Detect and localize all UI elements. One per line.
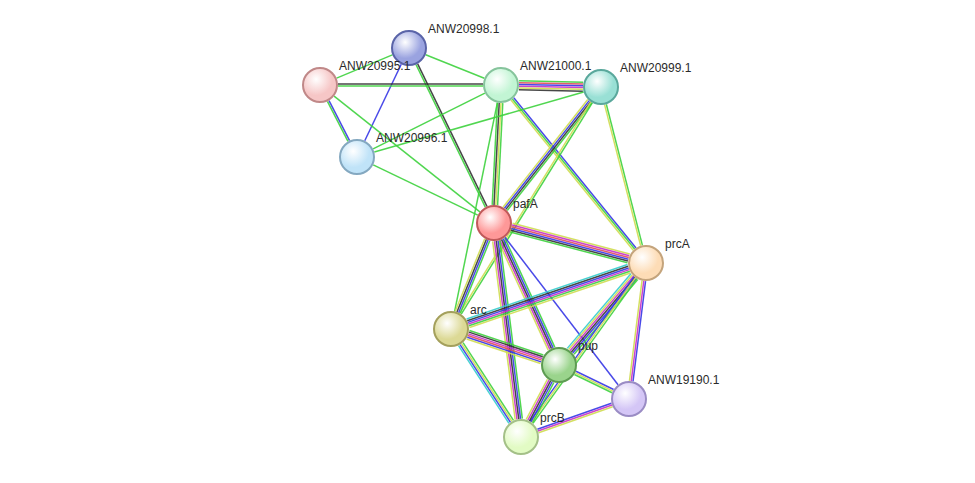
evidence-strand <box>468 334 542 359</box>
protein-node: ANW20995.1 <box>302 67 338 103</box>
evidence-strand <box>519 88 583 89</box>
evidence-strand <box>519 90 583 91</box>
evidence-strand <box>606 104 642 245</box>
interaction-edge <box>537 403 612 432</box>
protein-label: ANW21000.1 <box>520 60 591 73</box>
evidence-strand <box>567 274 631 349</box>
evidence-strand <box>631 281 644 381</box>
interaction-edge <box>503 99 592 210</box>
evidence-strand <box>504 101 589 209</box>
evidence-strand <box>569 275 633 350</box>
interaction-edge <box>460 102 593 314</box>
interaction-edge <box>334 96 480 212</box>
protein-label: ANW20995.1 <box>339 60 410 73</box>
evidence-strand <box>338 85 483 87</box>
evidence-strand <box>575 373 613 391</box>
evidence-strand <box>460 345 510 423</box>
evidence-strand <box>519 83 583 84</box>
evidence-strand <box>498 241 520 419</box>
evidence-strand <box>468 336 542 361</box>
protein-label: ANW20999.1 <box>620 62 691 75</box>
evidence-strand <box>334 96 480 212</box>
interaction-edge <box>519 81 583 91</box>
evidence-strand <box>633 281 646 381</box>
protein-label: prcB <box>540 412 565 425</box>
interaction-edge <box>510 223 629 263</box>
evidence-strand <box>457 239 486 312</box>
interaction-edge <box>467 330 544 363</box>
protein-node: arc <box>433 311 469 347</box>
protein-node: prcB <box>503 419 539 455</box>
evidence-strand <box>512 225 629 256</box>
interaction-edge <box>426 55 485 79</box>
evidence-strand <box>519 81 583 82</box>
evidence-strand <box>467 266 628 320</box>
evidence-strand <box>511 230 628 261</box>
evidence-strand <box>512 227 629 258</box>
evidence-strand <box>459 240 488 313</box>
protein-node: ANW19190.1 <box>611 381 647 417</box>
protein-label: prcA <box>665 238 690 251</box>
evidence-strand <box>327 101 348 141</box>
protein-label: ANW19190.1 <box>648 374 719 387</box>
evidence-strand <box>338 83 483 85</box>
evidence-strand <box>365 64 402 141</box>
evidence-strand <box>537 403 611 429</box>
evidence-strand <box>629 281 642 381</box>
evidence-strand <box>460 241 489 314</box>
interaction-edge <box>374 92 583 152</box>
interaction-edge <box>629 281 645 382</box>
evidence-strand <box>455 239 484 312</box>
evidence-strand <box>605 105 641 246</box>
evidence-strand <box>468 268 629 322</box>
interaction-edge <box>365 64 402 141</box>
protein-label: ANW20996.1 <box>376 132 447 145</box>
protein-label: ANW20998.1 <box>428 23 499 36</box>
evidence-strand <box>469 330 543 355</box>
evidence-strand <box>374 92 583 152</box>
evidence-strand <box>538 405 612 431</box>
interaction-edge <box>373 93 485 149</box>
interaction-edge <box>455 239 489 314</box>
evidence-strand <box>373 93 485 149</box>
evidence-strand <box>503 99 588 207</box>
interaction-edge <box>574 371 613 393</box>
evidence-strand <box>467 339 541 364</box>
evidence-strand <box>539 407 613 433</box>
evidence-strand <box>373 165 478 215</box>
evidence-strand <box>463 343 513 421</box>
protein-label: pup <box>578 340 598 353</box>
protein-label: arc <box>470 304 487 317</box>
evidence-strand <box>513 223 630 254</box>
evidence-strand <box>426 55 485 79</box>
evidence-strand <box>510 232 627 263</box>
evidence-strand <box>467 337 541 362</box>
protein-node: ANW20999.1 <box>583 69 619 105</box>
evidence-strand <box>494 241 516 419</box>
evidence-strand <box>506 102 591 210</box>
evidence-strand <box>576 371 614 389</box>
protein-node: pafA <box>476 205 512 241</box>
interaction-edge <box>459 343 514 424</box>
evidence-strand <box>519 86 583 87</box>
evidence-strand <box>519 84 583 85</box>
evidence-strand <box>462 344 512 422</box>
interaction-edge <box>493 240 523 419</box>
protein-label: pafA <box>513 198 538 211</box>
evidence-strand <box>496 241 518 419</box>
protein-node: ANW21000.1 <box>483 67 519 103</box>
evidence-strand <box>511 228 628 259</box>
interaction-edge <box>605 104 643 246</box>
evidence-strand <box>574 374 612 392</box>
protein-node: ANW20996.1 <box>339 139 375 175</box>
interaction-edge <box>373 165 478 215</box>
protein-node: pup <box>541 347 577 383</box>
protein-node: prcA <box>628 245 664 281</box>
evidence-strand <box>459 346 509 424</box>
evidence-strand <box>469 332 543 357</box>
interaction-edge <box>338 84 483 86</box>
